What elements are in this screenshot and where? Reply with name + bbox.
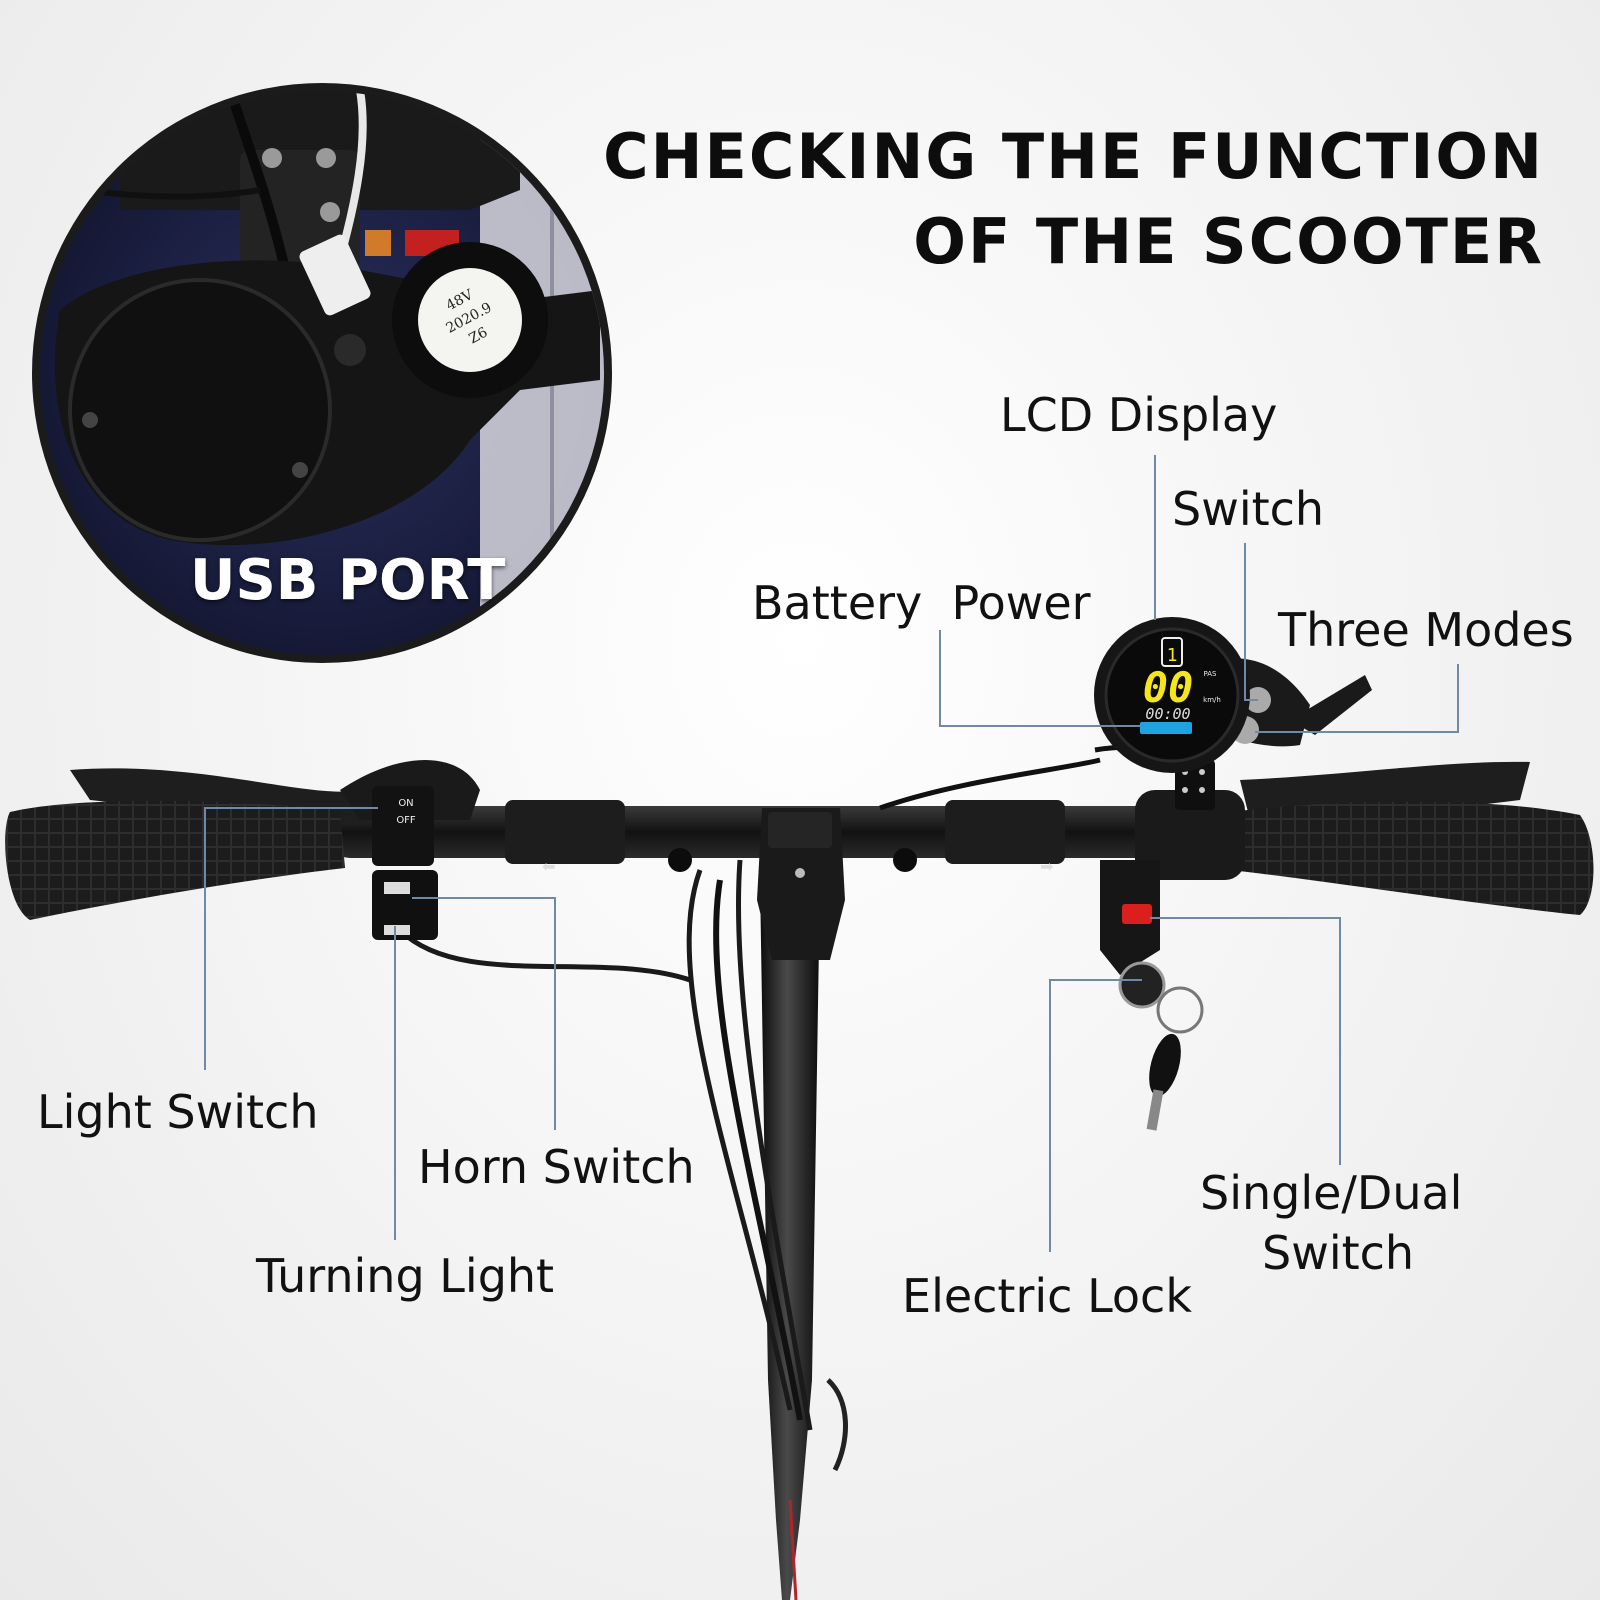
callout-leader-lines — [204, 455, 1459, 1252]
cap-text-code: Z6 — [466, 324, 490, 347]
lcd-time: 00:00 — [1145, 705, 1190, 723]
lcd-display-unit: 1 00 PAS km/h 00:00 — [1094, 617, 1372, 773]
lcd-speed: 00 — [1143, 663, 1194, 712]
lcd-unit: km/h — [1203, 696, 1221, 704]
title-line-1: CHECKING THE FUNCTION — [603, 120, 1544, 193]
right-arrow-icon: ➡ — [1040, 857, 1053, 876]
usb-port-inset: 48V 2020.9 Z6 — [32, 83, 612, 663]
title-line-2: OF THE SCOOTER — [913, 205, 1544, 278]
callout-turning-light: Turning Light — [256, 1249, 555, 1303]
scooter-stem — [398, 859, 848, 1600]
single-dual-red-switch — [1122, 904, 1152, 924]
left-grip — [5, 760, 480, 920]
callout-single-dual-line2: Switch — [1262, 1226, 1415, 1280]
callout-three-modes: Three Modes — [1278, 603, 1574, 657]
light-on-label: ON — [398, 798, 413, 809]
callout-horn-switch: Horn Switch — [418, 1140, 695, 1194]
handlebar: ⬅ ➡ — [330, 800, 1190, 960]
callout-battery-power: Battery Power — [752, 576, 1091, 630]
callout-electric-lock: Electric Lock — [902, 1269, 1192, 1323]
lcd-gear: 1 — [1167, 645, 1178, 666]
usb-port-label: USB PORT — [190, 548, 506, 613]
right-grip — [1135, 760, 1594, 915]
left-arrow-icon: ⬅ — [542, 857, 555, 876]
light-off-label: OFF — [396, 815, 416, 826]
lcd-pas: PAS — [1203, 670, 1217, 678]
left-switch-block: ON OFF — [372, 786, 438, 940]
callout-light-switch: Light Switch — [37, 1085, 319, 1139]
battery-bar-icon — [1140, 722, 1192, 734]
right-control-block — [1100, 860, 1204, 1131]
callout-lcd-display: LCD Display — [1000, 388, 1278, 442]
callout-single-dual-line1: Single/Dual — [1200, 1166, 1463, 1220]
callout-switch: Switch — [1172, 482, 1325, 536]
